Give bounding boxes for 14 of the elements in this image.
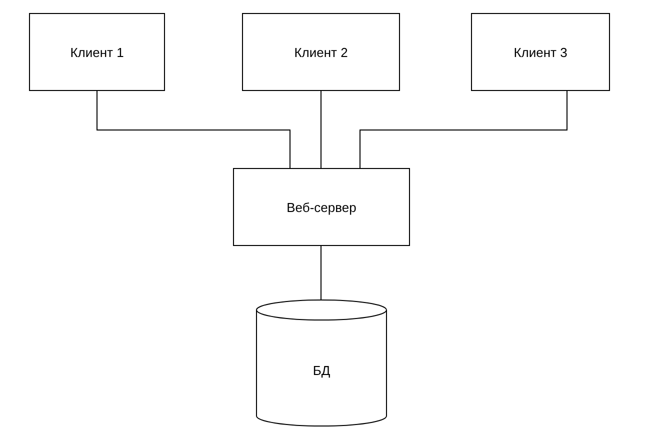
node-label: Клиент 2 bbox=[294, 44, 348, 60]
database-cylinder bbox=[256, 300, 387, 426]
process-box bbox=[471, 13, 610, 91]
process-box bbox=[242, 13, 400, 91]
process-box bbox=[233, 168, 410, 246]
node-label: БД bbox=[312, 362, 330, 378]
connector-line bbox=[320, 246, 322, 300]
connector-line bbox=[360, 90, 568, 168]
node-label: Клиент 3 bbox=[514, 44, 568, 60]
process-box bbox=[29, 13, 165, 91]
node-label: Веб-сервер bbox=[286, 200, 356, 214]
connector-line bbox=[320, 90, 322, 168]
connector-line bbox=[96, 90, 290, 168]
node-label: Клиент 1 bbox=[70, 44, 124, 60]
